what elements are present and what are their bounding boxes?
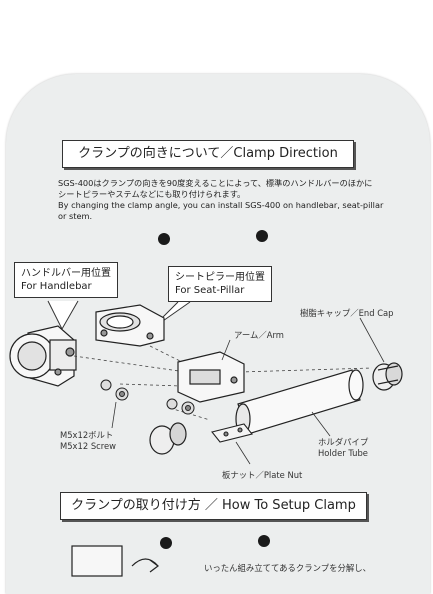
callout-seatpillar: シートピラー用位置 For Seat-Pillar bbox=[168, 266, 272, 302]
label-holder-tube-en: Holder Tube bbox=[318, 448, 368, 458]
clamp-handlebar-position bbox=[9, 325, 77, 387]
desc-jp-line1: SGS-400はクランプの向きを90度変えることによって、標準のハンドルバーのほ… bbox=[58, 178, 373, 188]
handlebar-callout-pointer bbox=[47, 300, 79, 331]
callout-handlebar: ハンドルバー用位置 For Handlebar bbox=[14, 262, 118, 298]
label-arm: アーム／Arm bbox=[234, 330, 284, 340]
callout-seatpillar-jp: シートピラー用位置 bbox=[175, 272, 265, 283]
knob-part bbox=[149, 422, 187, 455]
label-holder-tube: ホルダパイプ Holder Tube bbox=[318, 437, 368, 459]
desc-en-line2: or stem. bbox=[58, 211, 93, 221]
setup-note: いったん組み立ててあるクランプを分解し、 bbox=[204, 563, 371, 573]
section-description: SGS-400はクランプの向きを90度変えることによって、標準のハンドルバーのほ… bbox=[58, 178, 418, 222]
punch-hole-right bbox=[256, 230, 268, 242]
setup-clamp-sketch bbox=[71, 545, 159, 577]
label-bolt: M5x12ボルト M5x12 Screw bbox=[60, 430, 116, 452]
punch-hole-bottom-right bbox=[258, 535, 270, 547]
desc-jp-line2: シートピラーやステムなどにも取り付けられます。 bbox=[58, 189, 246, 199]
leader-lines bbox=[111, 317, 385, 465]
punch-hole-bottom-left bbox=[160, 537, 172, 549]
label-end-cap: 樹脂キャップ／End Cap bbox=[300, 308, 394, 318]
callout-handlebar-en: For Handlebar bbox=[21, 281, 92, 292]
end-cap-part bbox=[372, 362, 403, 391]
punch-hole-left bbox=[158, 233, 170, 245]
section-title-setup-clamp: クランプの取り付け方 ／ How To Setup Clamp bbox=[60, 492, 367, 520]
exploded-diagram bbox=[9, 300, 403, 577]
callout-seatpillar-en: For Seat-Pillar bbox=[175, 285, 245, 296]
arm-part bbox=[177, 351, 245, 403]
screw-parts bbox=[100, 379, 195, 415]
callout-handlebar-jp: ハンドルバー用位置 bbox=[21, 268, 111, 279]
label-bolt-jp: M5x12ボルト bbox=[60, 430, 114, 440]
plate-nut-part bbox=[211, 423, 253, 443]
label-bolt-en: M5x12 Screw bbox=[60, 441, 117, 451]
label-plate-nut: 板ナット／Plate Nut bbox=[222, 470, 303, 480]
clamp-seatpillar-position bbox=[95, 304, 165, 347]
label-holder-tube-jp: ホルダパイプ bbox=[318, 437, 369, 447]
section-title-clamp-direction: クランプの向きについて／Clamp Direction bbox=[62, 140, 354, 168]
holder-tube-part bbox=[235, 369, 364, 435]
desc-en-line1: By changing the clamp angle, you can ins… bbox=[58, 200, 384, 210]
